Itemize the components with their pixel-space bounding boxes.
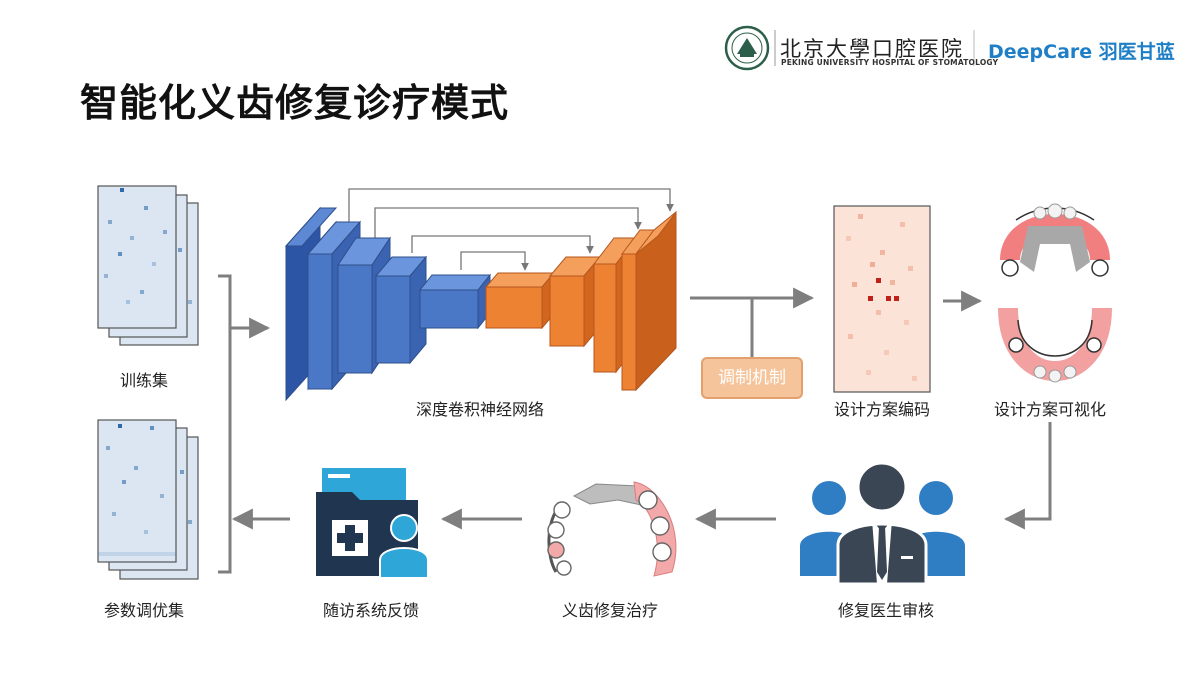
training-set-cells xyxy=(104,188,192,304)
doctor-review-label: 修复医生审核 xyxy=(837,601,934,620)
denture-treatment-icon xyxy=(547,481,677,577)
design-encoding-matrix xyxy=(833,205,931,393)
cnn-decoder xyxy=(484,210,677,392)
training-set-label: 训练集 xyxy=(119,371,168,390)
pku-seal-icon xyxy=(724,25,770,71)
denture-treatment-label: 义齿修复治疗 xyxy=(561,601,658,620)
cnn-encoder xyxy=(284,206,492,402)
institution-name-en: PEKING UNIVERSITY HOSPITAL OF STOMATOLOG… xyxy=(781,58,999,67)
design-encoding-label: 设计方案编码 xyxy=(833,400,930,419)
modulation-badge: 调制机制 xyxy=(701,357,803,399)
decoder-block-1 xyxy=(484,271,556,330)
follow-up-label: 随访系统反馈 xyxy=(322,601,419,620)
tuning-set-cells xyxy=(98,424,192,556)
denture-design-visual xyxy=(998,203,1112,383)
visual-to-review-arrow xyxy=(1003,422,1052,530)
doctors-icon xyxy=(800,461,965,586)
page-title: 智能化义齿修复诊疗模式 xyxy=(80,81,510,125)
tuning-set-stack xyxy=(97,419,199,580)
tuning-set-label: 参数调优集 xyxy=(103,601,184,620)
cnn-output-arrow xyxy=(690,287,815,357)
decoder-block-2 xyxy=(548,255,602,348)
medical-folder-icon xyxy=(316,468,429,579)
institution-name-cn: 北京大學口腔医院 xyxy=(780,37,964,61)
dataset-bracket xyxy=(218,274,290,574)
decoder-block-4 xyxy=(621,210,677,392)
cnn-label: 深度卷积神经网络 xyxy=(415,400,544,419)
encoder-bottleneck xyxy=(418,273,492,330)
skip-connections xyxy=(348,188,674,271)
training-set-stack xyxy=(97,185,199,346)
design-visualization-label: 设计方案可视化 xyxy=(993,400,1106,419)
encoder-block-4 xyxy=(374,255,428,365)
brand-logo: DeepCare 羽医甘蓝 xyxy=(988,41,1175,63)
